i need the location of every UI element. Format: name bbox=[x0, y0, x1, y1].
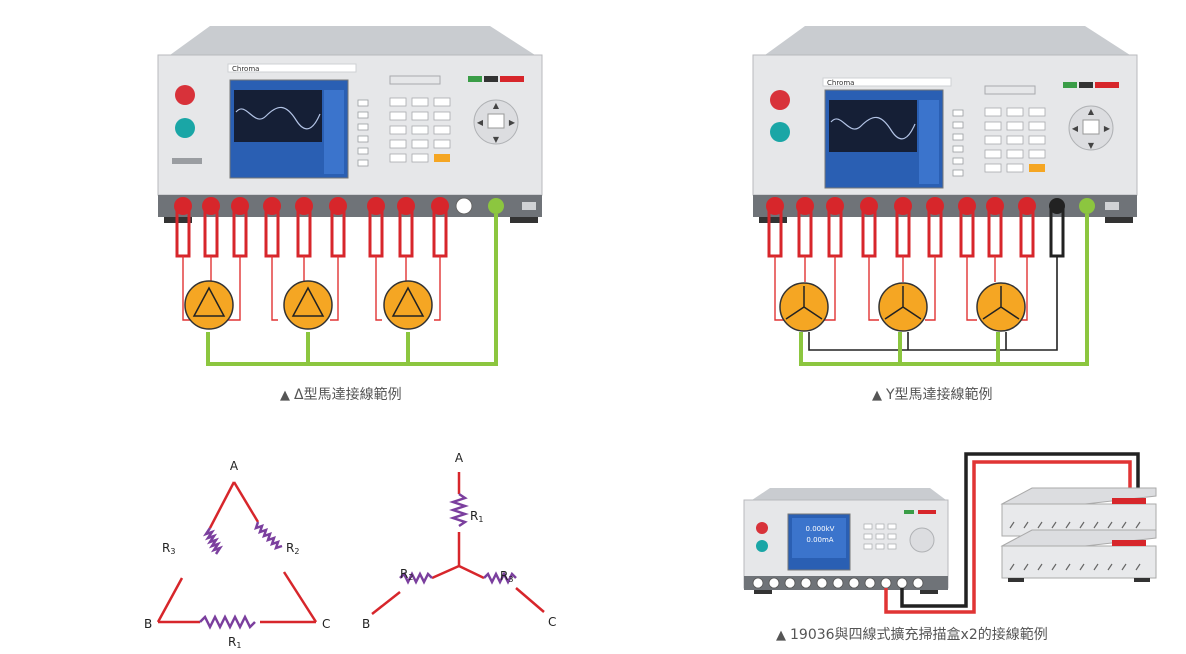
ground-wire bbox=[206, 214, 498, 366]
delta-schematic: A B C R3 R2 R1 bbox=[130, 450, 350, 650]
y-wiring-illustration: Chroma ▲ ▼ ◀ ▶ bbox=[752, 26, 1138, 366]
y-motor-3 bbox=[976, 282, 1026, 332]
scanner-panel: 0.000kV 0.00mA bbox=[740, 448, 1160, 618]
svg-text:▶: ▶ bbox=[509, 118, 516, 127]
delta-node-b: B bbox=[144, 617, 152, 631]
start-button bbox=[175, 118, 195, 138]
delta-caption: ▲Δ型馬達接線範例 bbox=[280, 387, 402, 403]
readout-kv: 0.000kV bbox=[806, 525, 835, 533]
y-wiring-panel: Chroma ▲ ▼ ◀ ▶ bbox=[745, 20, 1145, 380]
wye-schematic: A B C R1 R2 R3 bbox=[360, 448, 570, 638]
delta-node-c: C bbox=[322, 617, 330, 631]
stop-button bbox=[770, 90, 790, 110]
stop-button bbox=[175, 85, 195, 105]
delta-node-a: A bbox=[230, 459, 239, 473]
wye-node-c: C bbox=[548, 615, 556, 629]
svg-text:▲: ▲ bbox=[1088, 107, 1095, 116]
wye-node-b: B bbox=[362, 617, 370, 631]
y-motor-2 bbox=[878, 282, 928, 332]
svg-text:◀: ◀ bbox=[1072, 124, 1079, 133]
delta-r1-label: R1 bbox=[228, 635, 241, 650]
scanner-caption: ▲19036與四線式擴充掃描盒x2的接線範例 bbox=[776, 627, 1048, 643]
readout-ma: 0.00mA bbox=[806, 536, 833, 544]
motor-3 bbox=[383, 280, 433, 330]
start-button bbox=[770, 122, 790, 142]
y-caption: ▲Y型馬達接線範例 bbox=[872, 387, 993, 403]
motor-1 bbox=[184, 280, 234, 330]
delta-wiring-panel: Chroma ▲ ▼ ◀ ▶ bbox=[150, 20, 550, 380]
brand-text: Chroma bbox=[232, 65, 259, 73]
ground-wire bbox=[799, 214, 1089, 366]
wye-r2-label: R2 bbox=[400, 567, 413, 582]
wye-node-a: A bbox=[455, 451, 464, 465]
svg-text:▲: ▲ bbox=[493, 101, 500, 110]
wye-r3-label: R3 bbox=[500, 569, 513, 584]
delta-r3-label: R3 bbox=[162, 541, 175, 556]
delta-r2-label: R2 bbox=[286, 541, 299, 556]
svg-text:▼: ▼ bbox=[1088, 141, 1095, 150]
svg-text:▶: ▶ bbox=[1104, 124, 1111, 133]
neutral-wire bbox=[808, 256, 1058, 351]
y-motor-1 bbox=[779, 282, 829, 332]
motor-2 bbox=[283, 280, 333, 330]
svg-text:◀: ◀ bbox=[477, 118, 484, 127]
svg-text:▼: ▼ bbox=[493, 135, 500, 144]
chassis-top bbox=[170, 26, 535, 55]
svg-text:Chroma: Chroma bbox=[827, 79, 854, 87]
delta-wiring-illustration: Chroma ▲ ▼ ◀ ▶ bbox=[157, 26, 543, 366]
wye-r1-label: R1 bbox=[470, 509, 483, 524]
